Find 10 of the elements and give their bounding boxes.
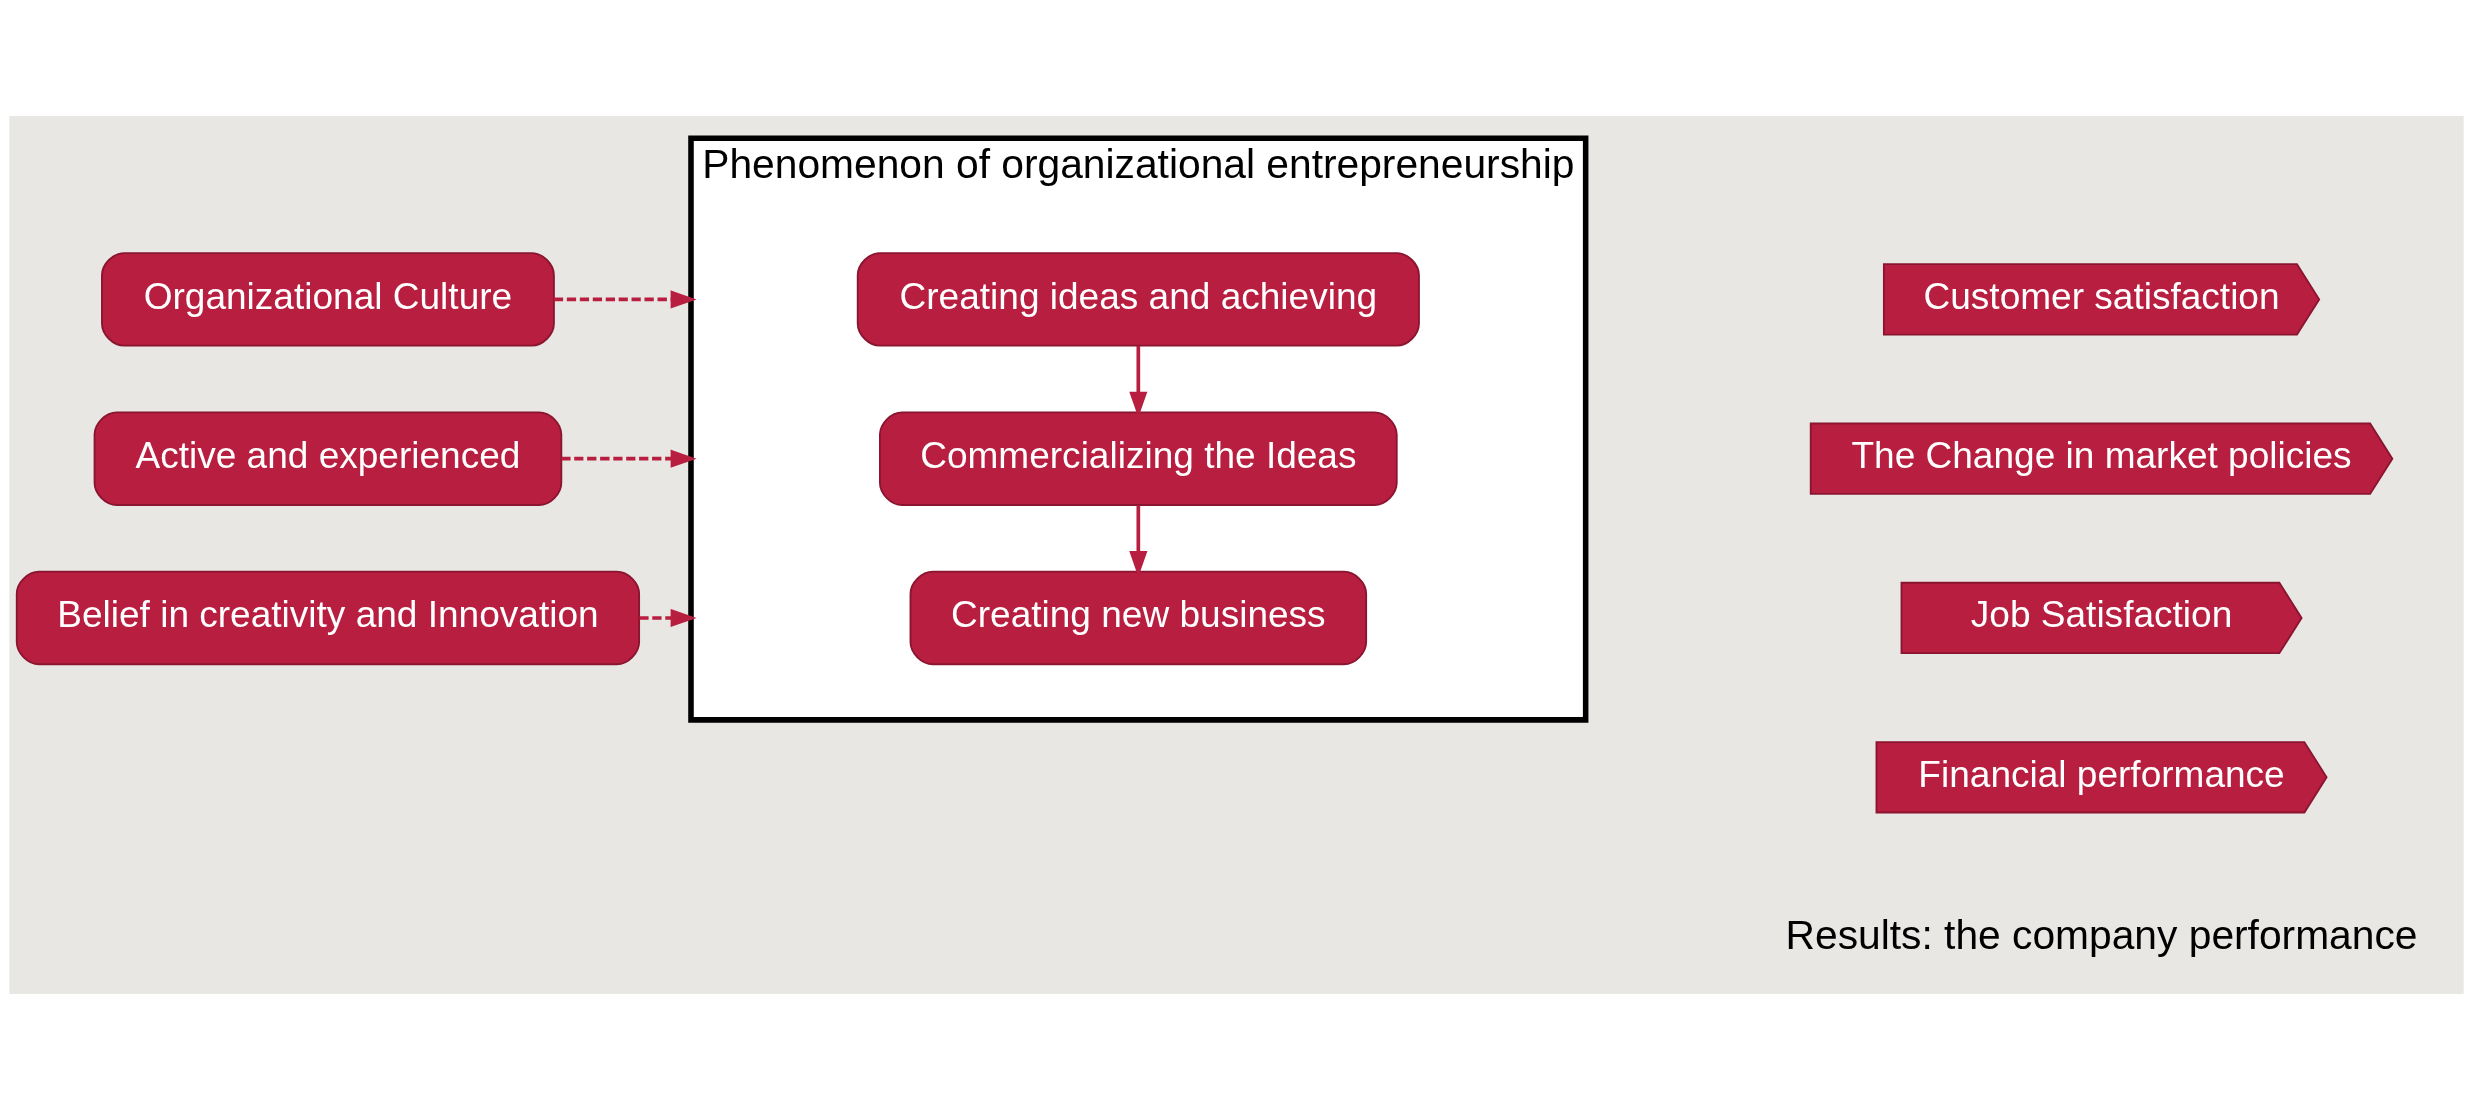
arrow	[553, 289, 697, 308]
node-box: Creating new business	[909, 570, 1368, 665]
arrow	[561, 449, 697, 468]
node-box: Creating ideas and achieving	[856, 251, 1420, 347]
node-box: Organizational Culture	[101, 251, 555, 347]
node-box: Active and experienced	[93, 410, 563, 506]
node-box: Commercializing the Ideas	[879, 410, 1398, 506]
arrow	[639, 608, 697, 627]
label: Results: the company performance	[1785, 911, 2418, 958]
node-box: Belief in creativity and Innovation	[15, 570, 641, 665]
